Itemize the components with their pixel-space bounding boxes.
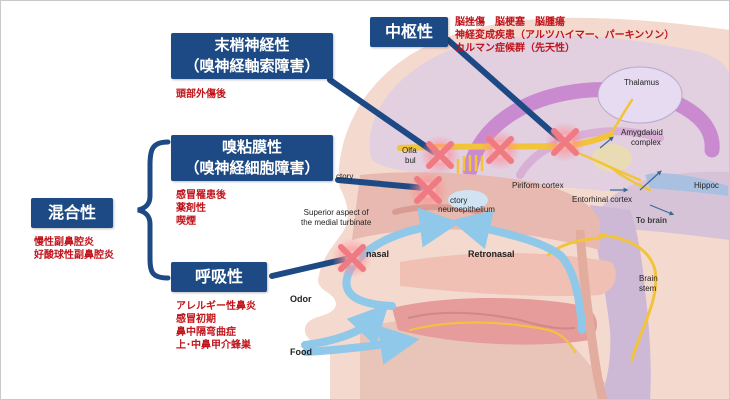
thalamic-projection <box>608 98 634 137</box>
retronasal-arrow <box>450 210 586 334</box>
lingual-nerve <box>409 321 576 353</box>
lesion-cross-icon <box>408 170 448 210</box>
label-hippocampus: Hippoc <box>694 181 719 190</box>
tongue <box>392 297 597 345</box>
peripheral-category-box: 末梢神経性 （嗅神経軸索障害） <box>171 33 333 79</box>
peripheral-notes: 頭部外傷後 <box>176 88 226 101</box>
respiratory-note: 上･中鼻甲介蜂巣 <box>176 340 251 351</box>
respiratory-note: アレルギー性鼻炎 <box>176 301 256 312</box>
mucosal-category-box: 嗅粘膜性 （嗅神経細胞障害） <box>171 135 333 181</box>
amygdala-shape <box>592 144 632 172</box>
mixed-title: 混合性 <box>47 203 96 222</box>
central-notes: 脳挫傷 脳梗塞 脳腫瘍 神経変成疾患（アルツハイマー、パーキンソン） カルマン症… <box>455 16 674 55</box>
mucosal-title: 嗅粘膜性 <box>221 138 282 156</box>
gustatory-nerve <box>598 233 658 362</box>
airflow-arrows <box>301 207 586 365</box>
label-odor: Odor <box>290 294 312 304</box>
label-olfactory-tract: ctory <box>336 172 354 181</box>
lesion-cross-icon <box>545 122 585 162</box>
mucosal-notes: 感冒罹患後 薬剤性 喫煙 <box>176 189 226 228</box>
label-amygdaloid: Amygdaloid complex <box>621 128 663 147</box>
lesion-cross-icon <box>332 238 372 278</box>
lesion-cross-icon <box>480 130 520 170</box>
entorhinal-projection <box>610 166 652 192</box>
respiratory-title: 呼吸性 <box>194 267 243 286</box>
label-thalamus: Thalamus <box>624 78 660 87</box>
odor-inflow-arrow <box>301 303 389 349</box>
pharynx <box>575 229 608 400</box>
central-category-box: 中枢性 <box>370 17 448 47</box>
mucosal-note: 薬剤性 <box>176 203 206 214</box>
label-to-brain: To brain <box>636 216 667 225</box>
food-inflow-arrow <box>302 325 420 365</box>
respiratory-note: 鼻中隔弯曲症 <box>176 327 236 338</box>
label-piriform-cortex: Piriform cortex <box>512 181 564 190</box>
mixed-note: 好酸球性副鼻腔炎 <box>34 250 114 261</box>
respiratory-notes: アレルギー性鼻炎 感冒初期 鼻中隔弯曲症 上･中鼻甲介蜂巣 <box>176 300 256 352</box>
respiratory-note: 感冒初期 <box>176 314 216 325</box>
mixed-note: 慢性副鼻腔炎 <box>34 237 94 248</box>
mixed-category-box: 混合性 <box>31 198 113 228</box>
connector-central <box>445 37 566 145</box>
lesion-cross-icon <box>420 135 460 175</box>
thalamus-shape <box>597 66 683 124</box>
central-note: 神経変成疾患（アルツハイマー、パーキンソン） <box>455 30 675 41</box>
label-olfactory-bulb: Olfa bul <box>402 146 417 165</box>
peripheral-subtitle: （嗅神経軸索障害） <box>184 57 320 75</box>
mixed-notes: 慢性副鼻腔炎 好酸球性副鼻腔炎 <box>34 236 114 262</box>
central-title: 中枢性 <box>384 22 433 41</box>
label-food: Food <box>290 347 312 357</box>
olfactory-filaments <box>456 154 484 174</box>
mucosal-note: 喫煙 <box>176 216 196 227</box>
label-entorhinal-cortex: Entorhinal cortex <box>572 195 633 204</box>
central-note: カルマン症候群（先天性） <box>455 43 575 54</box>
peripheral-note: 頭部外傷後 <box>176 89 226 100</box>
neuroepithelium-patch <box>448 190 488 210</box>
respiratory-category-box: 呼吸性 <box>171 262 267 292</box>
label-orthonasal: nasal <box>366 249 390 259</box>
peripheral-title: 末梢神経性 <box>214 36 290 54</box>
mucosal-subtitle: （嗅神経細胞障害） <box>184 159 320 177</box>
mixed-brace <box>137 139 171 281</box>
mucosal-note: 感冒罹患後 <box>176 190 226 201</box>
label-brain-stem: Brain stem <box>639 274 658 293</box>
hippocampus-shape <box>645 173 728 196</box>
tongue-fold <box>407 311 576 330</box>
label-retronasal: Retronasal <box>468 249 515 259</box>
cortex-arrows <box>599 136 675 216</box>
connector-peripheral <box>327 77 441 158</box>
label-neuroepithelium: ctory neuroepithelium <box>438 196 495 214</box>
hard-palate <box>400 253 616 296</box>
central-note: 脳挫傷 脳梗塞 脳腫瘍 <box>455 17 565 28</box>
label-superior-turbinate: Superior aspect of the medial turbinate <box>301 208 372 227</box>
